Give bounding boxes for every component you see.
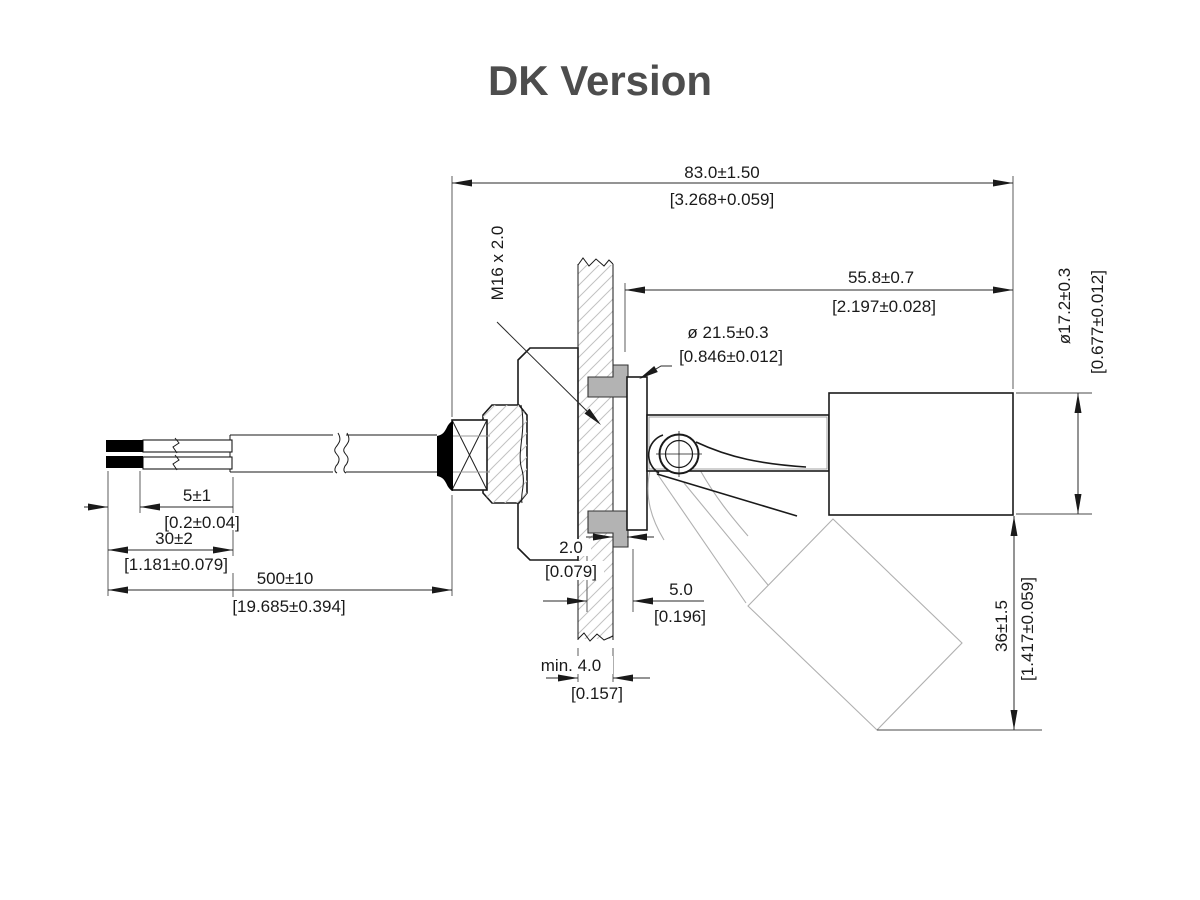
wire-top xyxy=(142,439,233,453)
dim-strip-mm: 30±2 xyxy=(155,529,193,548)
float-assembly xyxy=(646,392,1014,517)
dim-switching-mm: 36±1.5 xyxy=(992,600,1011,652)
hex-face-curve xyxy=(519,404,524,504)
cable-break-left xyxy=(334,432,341,474)
wire-bottom xyxy=(142,456,233,470)
gland-body xyxy=(517,347,579,561)
dim-gasket-inch: [0.079] xyxy=(545,562,597,581)
extension-lines xyxy=(107,176,1092,731)
wall-break-bottom xyxy=(577,632,614,642)
mounting-wall xyxy=(577,257,614,642)
strain-relief xyxy=(437,421,453,491)
wire-break-bottom xyxy=(172,454,180,471)
gaskets xyxy=(587,364,629,548)
cable xyxy=(229,431,437,476)
dim-float-length-inch: [2.197±0.028] xyxy=(832,297,936,316)
dim-strip-inch: [1.181±0.079] xyxy=(124,555,228,574)
hex-nut xyxy=(482,404,528,504)
dim-offset-inch: [0.196] xyxy=(654,607,706,626)
dim-float-dia-inch: [0.677±0.012] xyxy=(1088,270,1107,374)
label-pads xyxy=(112,513,632,701)
dim-cable-mm: 500±10 xyxy=(257,569,314,588)
dim-overall-mm: 83.0±1.50 xyxy=(684,163,760,182)
tinned-tip-bottom xyxy=(106,456,143,468)
dim-gasket-mm: 2.0 xyxy=(559,538,583,557)
page-title: DK Version xyxy=(488,57,712,104)
wire-break-top xyxy=(172,437,180,454)
float-body xyxy=(828,392,1014,516)
cable-break-gap xyxy=(333,431,346,476)
float-arm-inner xyxy=(648,416,828,470)
dim-tip-mm: 5±1 xyxy=(183,486,211,505)
dim-overall-inch: [3.268+0.059] xyxy=(670,190,774,209)
pivot-pin xyxy=(656,431,702,477)
dim-flange-dia-mm: ø 21.5±0.3 xyxy=(687,323,768,342)
hinge-lower-edge xyxy=(656,473,798,517)
wall-break-top xyxy=(577,257,614,267)
cable-gland xyxy=(437,347,579,561)
dim-float-dia-mm: ø17.2±0.3 xyxy=(1055,268,1074,344)
dim-wall-mm: min. 4.0 xyxy=(541,656,601,675)
dim-float-length-mm: 55.8±0.7 xyxy=(848,268,914,287)
gasket-top xyxy=(587,364,629,398)
lead-wires xyxy=(106,437,233,471)
dim-wall-inch: [0.157] xyxy=(571,684,623,703)
dim-switching-inch: [1.417±0.059] xyxy=(1018,577,1037,681)
dim-flange-dia-inch: [0.846±0.012] xyxy=(679,347,783,366)
dim-tip-inch: [0.2±0.04] xyxy=(164,513,240,532)
dim-cable-inch: [19.685±0.394] xyxy=(232,597,345,616)
dimension-lines xyxy=(84,179,1082,730)
thread-leader xyxy=(496,321,600,424)
hinge-knuckle xyxy=(695,441,807,468)
tilted-float-body xyxy=(747,518,963,731)
dim-thread-spec: M16 x 2.0 xyxy=(488,226,507,301)
cable-break-right xyxy=(343,432,350,474)
gland-block xyxy=(451,419,490,491)
tinned-tip-top xyxy=(106,440,143,452)
dimension-labels: DK Version 83.0±1.50 [3.268+0.059] 55.8±… xyxy=(124,57,1107,703)
hinge-lug xyxy=(647,434,664,474)
flange-locknut xyxy=(626,376,648,531)
dim-offset-mm: 5.0 xyxy=(669,580,693,599)
